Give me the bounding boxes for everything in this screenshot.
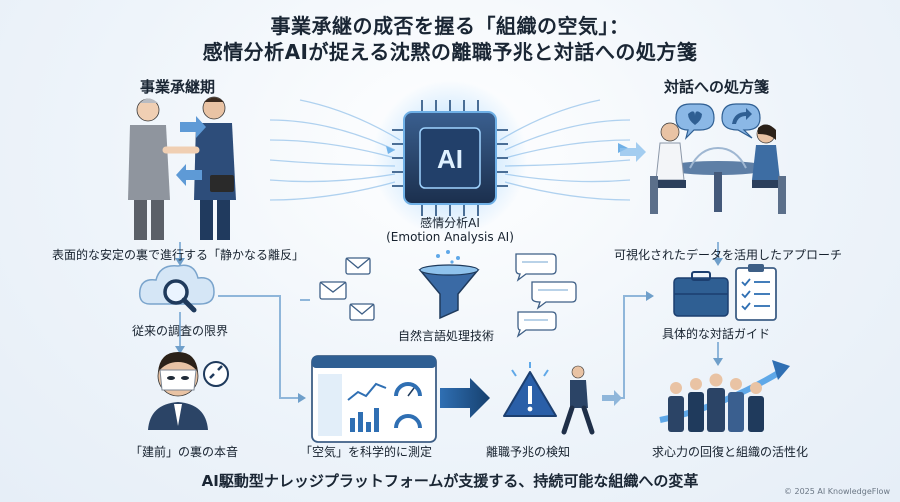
email-icon xyxy=(319,257,375,321)
handshake-icon xyxy=(128,96,236,240)
dashboard-icon xyxy=(311,355,437,443)
title-line1: 事業承継の成否を握る「組織の空気」： xyxy=(270,14,630,38)
label-measure: 「空気」を科学的に測定 xyxy=(300,445,433,459)
walking-person-icon xyxy=(561,365,595,435)
label-silent-revolt: 表面的な安定の裏で進行する「静かなる離反」 xyxy=(52,248,305,262)
label-ai-line1: 感情分析AI xyxy=(420,216,480,230)
heart-icon xyxy=(688,111,702,125)
team-growth-icon xyxy=(659,360,790,432)
clipboard-icon xyxy=(735,264,777,321)
label-nlp: 自然言語処理技術 xyxy=(398,329,495,343)
arrow-right-icon xyxy=(180,116,206,138)
process-arrow-icon xyxy=(440,378,490,418)
cloud-search-icon xyxy=(138,264,215,313)
funnel-icon xyxy=(418,250,480,320)
broken-link-icon xyxy=(203,361,229,387)
right-header: 対話への処方箋 xyxy=(664,78,770,96)
warning-icon xyxy=(503,362,557,417)
title-line2: 感情分析AIが捉える沈黙の離職予兆と対話への処方箋 xyxy=(202,40,698,64)
label-tatemae: 「建前」の裏の本音 xyxy=(130,445,239,459)
label-survey-limits: 従来の調査の限界 xyxy=(132,324,229,338)
label-ai-line2: (Emotion Analysis AI) xyxy=(386,230,514,244)
briefcase-icon xyxy=(673,271,729,317)
chip-label: AI xyxy=(437,144,463,174)
meeting-icon xyxy=(650,103,786,214)
copyright: © 2025 AI KnowledgeFlow xyxy=(783,487,890,496)
share-arrow-icon xyxy=(732,108,752,124)
label-guide: 具体的な対話ガイド xyxy=(662,327,771,341)
chip-icon: AI xyxy=(372,80,528,236)
label-revitalize: 求心力の回復と組織の活性化 xyxy=(652,445,809,459)
arrow-left-icon xyxy=(176,164,202,186)
masked-person-icon xyxy=(148,352,229,430)
footer-text: AI駆動型ナレッジプラットフォームが支援する、持続可能な組織への変革 xyxy=(201,472,699,490)
label-visualized: 可視化されたデータを活用したアプローチ xyxy=(614,248,843,262)
left-header: 事業承継期 xyxy=(140,78,216,96)
label-detect: 離職予兆の検知 xyxy=(486,445,571,459)
speech-bubble-icon xyxy=(515,253,577,338)
